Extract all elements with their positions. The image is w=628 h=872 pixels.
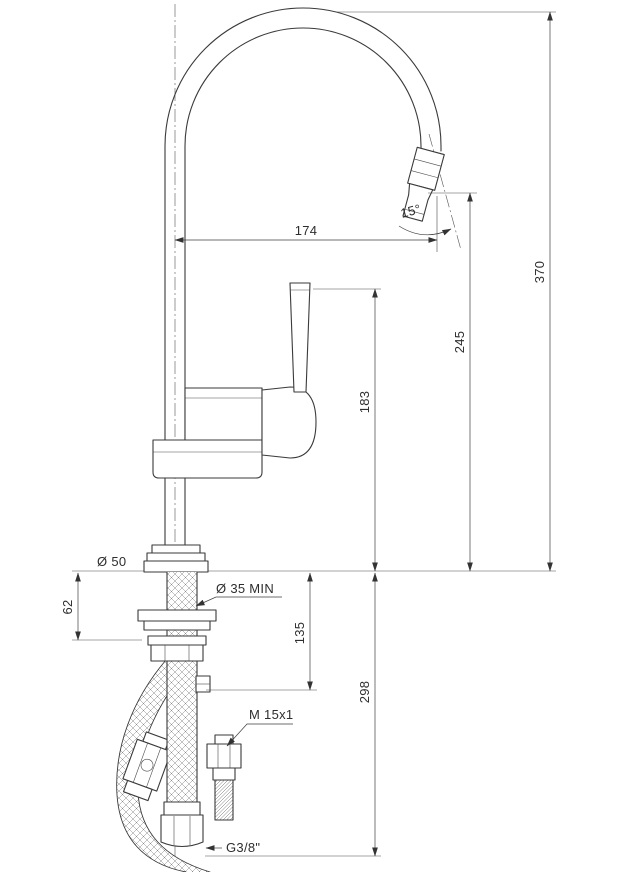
dim-body-height-label: 183 — [357, 391, 372, 414]
dim-outlet-height-label: 245 — [452, 331, 467, 354]
spray-head-line — [410, 170, 439, 179]
fitting-hex — [206, 743, 242, 769]
mounting-washer-3 — [147, 635, 207, 646]
flange-ring-2 — [146, 552, 206, 562]
body-upper-block — [184, 387, 263, 441]
valve-detail-circle — [140, 758, 154, 772]
mounting-nut — [150, 644, 204, 662]
dim-spray-thread-label: M 15x1 — [249, 707, 293, 722]
aerator-outlet-line — [404, 208, 425, 215]
supply-hose-straight — [166, 571, 198, 807]
spout-inner-line — [184, 27, 422, 546]
dim-overall-height-label: 370 — [532, 261, 547, 284]
curved-hose-braid — [116, 660, 210, 872]
mounting-hardware — [137, 609, 217, 693]
dim-supply-thread-label: G3/8" — [226, 840, 260, 855]
hose-column-braid — [167, 572, 197, 806]
leader-min-hole — [195, 596, 282, 607]
aerator-tip — [402, 183, 434, 222]
dim-deck-section-label: 62 — [60, 599, 75, 614]
fitting-neck — [212, 767, 236, 781]
spout-outer-line — [164, 7, 442, 546]
handle-hub — [261, 386, 317, 459]
mounting-washer-2 — [143, 620, 211, 631]
check-valve-fitting — [122, 731, 172, 802]
lever-body — [289, 282, 311, 393]
fitting-thread-knurl — [215, 780, 233, 820]
spout-tip-centerline — [428, 133, 462, 251]
supply-hose-end — [160, 801, 204, 848]
mixer-body — [152, 386, 317, 479]
dim-spout-reach-label: 174 — [295, 223, 318, 238]
facet-line — [146, 747, 162, 788]
flange-ring-3 — [143, 560, 209, 573]
angle-arc — [398, 225, 452, 236]
dim-base-diameter-label: Ø 50 — [97, 554, 126, 569]
spray-head-body — [407, 146, 445, 191]
dim-spout-angle-label: 15° — [399, 201, 423, 221]
fitting-bottom-cap — [122, 779, 153, 802]
mounting-washer-1 — [137, 609, 217, 622]
facet-line — [132, 742, 148, 783]
base-flange — [143, 544, 209, 573]
leader-spray-thread — [226, 723, 293, 747]
hose-ferrule — [163, 801, 201, 816]
gooseneck-spout — [164, 7, 445, 546]
fitting-thread-outline — [214, 779, 234, 821]
supply-nut — [160, 814, 204, 848]
pullout-spray-head — [402, 146, 445, 222]
dim-under-deck-2-label: 298 — [357, 681, 372, 704]
spray-head-line — [414, 158, 442, 167]
flange-ring-1 — [151, 544, 201, 554]
dim-under-deck-1-label: 135 — [292, 622, 307, 645]
handle-lever — [289, 282, 311, 393]
dim-min-hole-label: Ø 35 MIN — [216, 581, 274, 596]
body-collar — [152, 439, 263, 479]
dimensions: 174 15° 370 245 183 Ø 50 62 Ø 35 MIN 135… — [60, 11, 556, 857]
spray-hose-fitting — [206, 734, 242, 821]
